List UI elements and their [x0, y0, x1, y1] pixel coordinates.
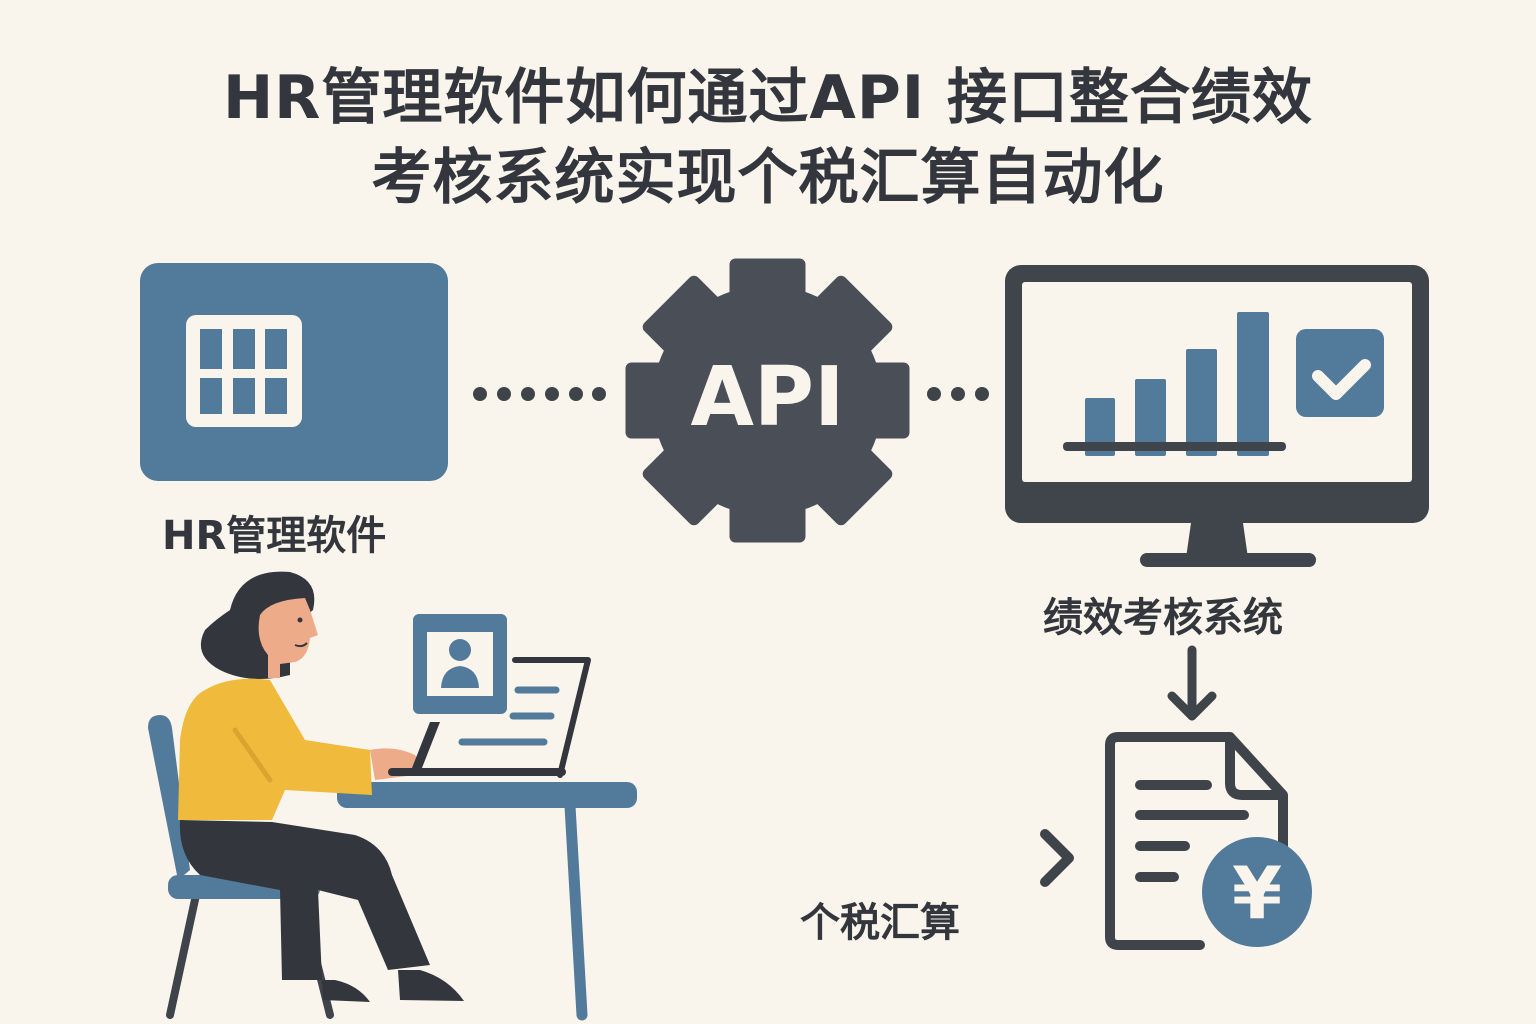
title-line-2: 考核系统实现个税汇算自动化	[371, 143, 1165, 213]
title-line-1: HR管理软件如何通过API 接口整合绩效	[222, 63, 1314, 133]
gear-icon	[625, 258, 910, 543]
api-label: API	[690, 350, 845, 445]
spreadsheet-grid-icon	[140, 263, 448, 481]
api-node: API	[625, 258, 910, 543]
monitor-bar-chart-icon	[1005, 265, 1429, 567]
page-title: HR管理软件如何通过API 接口整合绩效 考核系统实现个税汇算自动化	[0, 58, 1536, 218]
connector-hr-to-api	[470, 384, 610, 404]
hr-software-label: HR管理软件	[162, 513, 387, 559]
yen-symbol: ¥	[1231, 851, 1283, 935]
document-yen-icon	[1105, 732, 1312, 950]
hr-software-node	[140, 263, 448, 481]
user-profile-icon	[413, 614, 507, 714]
performance-system-node	[1003, 263, 1431, 571]
yen-coin-icon	[1202, 837, 1312, 947]
check-icon	[1296, 329, 1384, 417]
chevron-right-icon	[1035, 826, 1080, 890]
down-arrow-icon	[1164, 644, 1220, 724]
connector-api-to-performance	[924, 384, 994, 404]
tax-document-node: ¥	[1100, 725, 1320, 960]
woman-at-desk-illustration	[130, 560, 670, 1024]
tax-settlement-label: 个税汇算	[800, 900, 960, 946]
performance-system-label: 绩效考核系统	[1043, 595, 1283, 641]
